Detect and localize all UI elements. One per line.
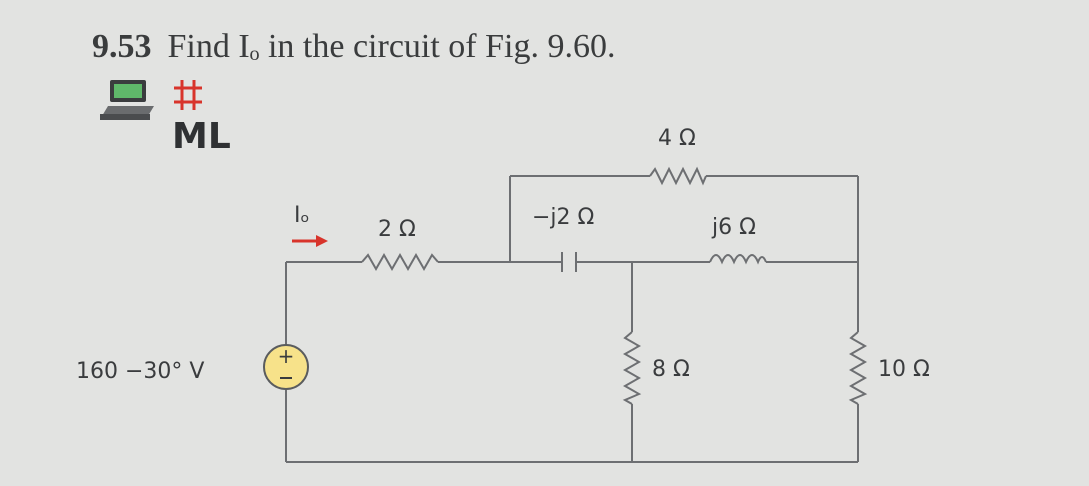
- ml-badge: ML: [172, 116, 231, 157]
- problem-text: Find Iₒ in the circuit of Fig. 9.60.: [167, 28, 616, 65]
- current-arrow-icon: [292, 235, 328, 247]
- laptop-icon: [100, 80, 154, 120]
- source-label: 160 −30° V: [76, 359, 204, 384]
- source-plus-sign: +: [278, 344, 295, 368]
- resistor-2ohm: [361, 252, 439, 272]
- software-icons: [100, 80, 202, 120]
- voltage-source: +: [263, 344, 309, 390]
- label-capacitor: −j2 Ω: [532, 205, 594, 230]
- problem-number: 9.53: [92, 28, 152, 65]
- inductor: [709, 254, 767, 265]
- label-4ohm: 4 Ω: [658, 126, 696, 151]
- current-label: Iₒ: [294, 203, 310, 228]
- label-8ohm: 8 Ω: [652, 357, 690, 382]
- problem-statement: 9.53 Find Iₒ in the circuit of Fig. 9.60.: [92, 28, 615, 66]
- resistor-10ohm: [848, 331, 868, 405]
- capacitor: [561, 252, 577, 272]
- label-inductor: j6 Ω: [711, 215, 756, 240]
- grid-icon: [174, 80, 202, 110]
- label-2ohm: 2 Ω: [378, 217, 416, 242]
- wires: [285, 175, 859, 463]
- label-10ohm: 10 Ω: [878, 357, 930, 382]
- resistor-4ohm: [649, 166, 707, 186]
- resistor-8ohm: [622, 331, 642, 405]
